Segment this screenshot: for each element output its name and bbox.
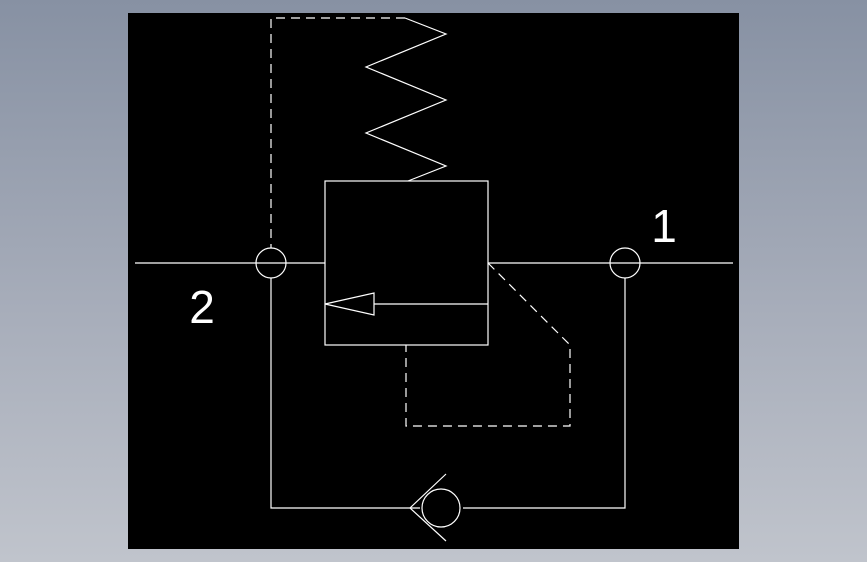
spring-icon xyxy=(364,17,448,182)
flow-arrow-icon xyxy=(324,292,375,316)
bypass-line-right xyxy=(463,278,626,509)
port-label-1: 1 xyxy=(651,200,677,252)
pilot-line-upper xyxy=(270,17,405,248)
bypass-line-left xyxy=(270,278,420,509)
check-valve-seat-icon xyxy=(409,473,447,542)
cad-viewport[interactable] xyxy=(128,13,739,549)
pilot-line-drain xyxy=(405,262,571,427)
check-valve-ball-icon xyxy=(421,488,461,528)
valve-envelope xyxy=(324,180,489,346)
port-label-2: 2 xyxy=(189,281,215,333)
